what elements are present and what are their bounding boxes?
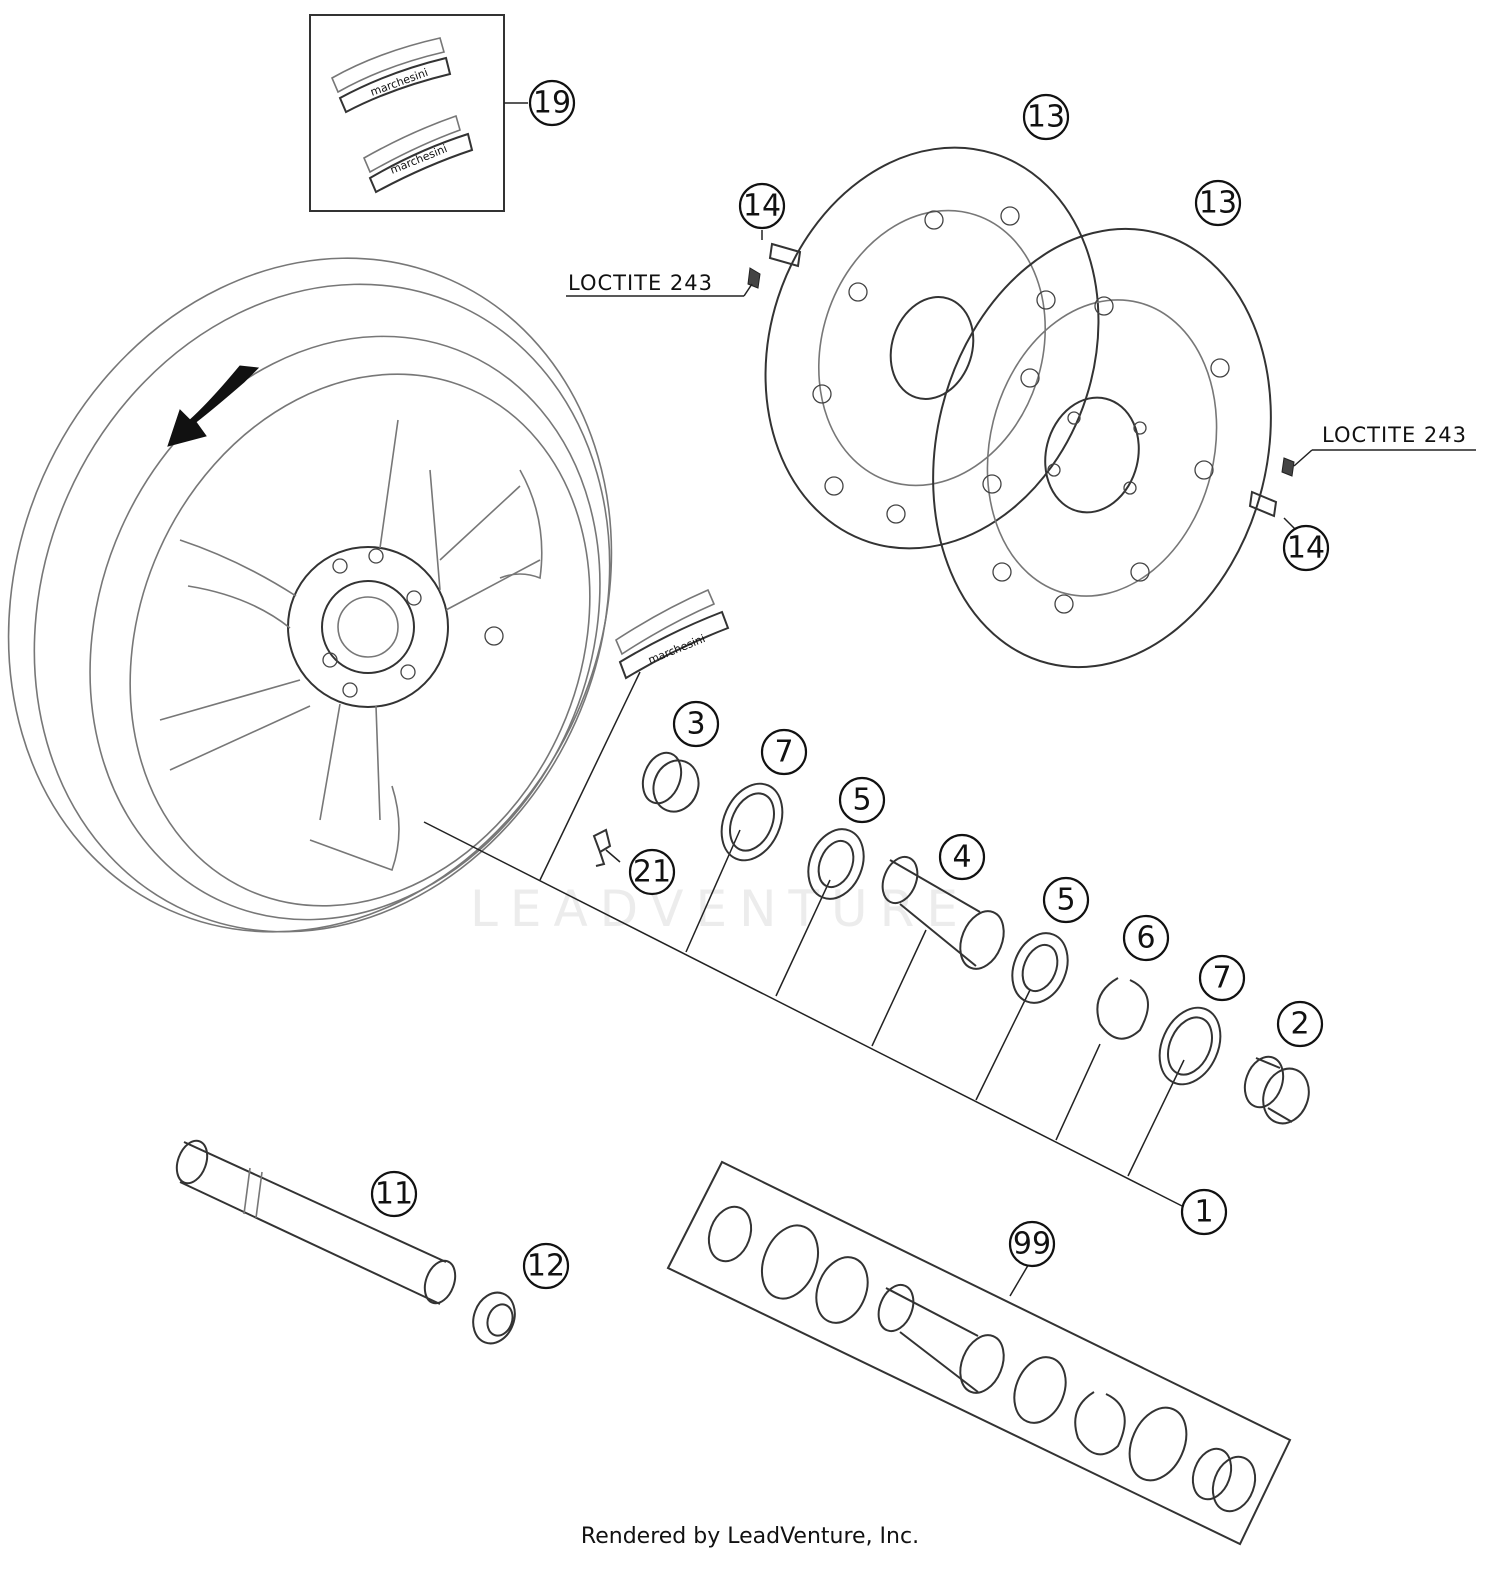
- callout-12[interactable]: 12: [522, 1242, 570, 1290]
- bearing-left[interactable]: [798, 821, 873, 907]
- shaft-seal-left[interactable]: [710, 774, 794, 870]
- callout-3[interactable]: 3: [672, 700, 720, 748]
- svg-text:3: 3: [686, 707, 705, 742]
- svg-text:14: 14: [743, 189, 781, 224]
- circlip[interactable]: [1096, 977, 1149, 1040]
- callout-19[interactable]: 19: [528, 79, 576, 127]
- wheel-spindle[interactable]: [171, 1137, 460, 1308]
- svg-text:5: 5: [1056, 883, 1075, 918]
- render-credit: Rendered by LeadVenture, Inc.: [580, 1524, 920, 1549]
- loctite-note-right: LOCTITE 243: [1322, 423, 1467, 447]
- callout-99[interactable]: 99: [1008, 1220, 1056, 1268]
- svg-text:4: 4: [952, 840, 971, 875]
- callout-14-lower[interactable]: 14: [1282, 524, 1330, 572]
- svg-text:11: 11: [375, 1177, 413, 1212]
- assembly-leader-line: [423, 821, 1187, 1209]
- disc-bolt-upper[interactable]: [747, 230, 802, 289]
- callout-7-left[interactable]: 7: [760, 728, 808, 776]
- disc-bolt-lower[interactable]: [1248, 457, 1297, 531]
- svg-text:2: 2: [1290, 1007, 1309, 1042]
- decal-strip-upper: marchesini: [330, 37, 452, 114]
- front-wheel[interactable]: [0, 161, 717, 1029]
- bearing-kit-box[interactable]: [666, 1160, 1292, 1546]
- spacer-left[interactable]: [636, 747, 705, 818]
- callout-5-right[interactable]: 5: [1042, 876, 1090, 924]
- decal-kit[interactable]: marchesini marchesini: [309, 14, 528, 212]
- rotation-direction-arrow-icon: [167, 365, 260, 447]
- spindle-nut[interactable]: [466, 1287, 521, 1350]
- brake-disc-rear-side[interactable]: [715, 104, 1149, 592]
- svg-text:21: 21: [633, 855, 671, 890]
- callout-4[interactable]: 4: [938, 833, 986, 881]
- distance-sleeve[interactable]: [876, 852, 1012, 976]
- callout-14-upper[interactable]: 14: [738, 182, 786, 230]
- callout-5-left[interactable]: 5: [838, 776, 886, 824]
- svg-text:13: 13: [1027, 100, 1065, 135]
- brake-disc-front-side[interactable]: [888, 193, 1316, 704]
- callout-13-upper[interactable]: 13: [1022, 93, 1070, 141]
- svg-text:14: 14: [1287, 531, 1325, 566]
- svg-text:19: 19: [533, 86, 571, 121]
- callout-13-lower[interactable]: 13: [1194, 179, 1242, 227]
- callout-6[interactable]: 6: [1122, 914, 1170, 962]
- bearing-right[interactable]: [1002, 925, 1077, 1011]
- decal-label: marchesini: [646, 632, 707, 667]
- svg-text:7: 7: [1212, 961, 1231, 996]
- svg-text:6: 6: [1136, 921, 1155, 956]
- svg-text:1: 1: [1194, 1195, 1213, 1230]
- callout-2[interactable]: 2: [1276, 1000, 1324, 1048]
- svg-text:7: 7: [774, 735, 793, 770]
- callout-1[interactable]: 1: [1180, 1188, 1228, 1236]
- svg-text:13: 13: [1199, 186, 1237, 221]
- spacer-right[interactable]: [1238, 1051, 1316, 1129]
- svg-text:99: 99: [1013, 1227, 1051, 1262]
- svg-text:12: 12: [527, 1249, 565, 1284]
- callout-11[interactable]: 11: [370, 1170, 418, 1218]
- callout-7-right[interactable]: 7: [1198, 954, 1246, 1002]
- loctite-note-upper: LOCTITE 243: [568, 271, 713, 295]
- rim-decal[interactable]: marchesini: [614, 588, 730, 680]
- tire-valve[interactable]: [592, 828, 621, 867]
- callout-21[interactable]: 21: [628, 848, 676, 896]
- decal-strip-lower: marchesini: [362, 114, 474, 194]
- svg-text:5: 5: [852, 783, 871, 818]
- shaft-seal-right[interactable]: [1148, 998, 1232, 1094]
